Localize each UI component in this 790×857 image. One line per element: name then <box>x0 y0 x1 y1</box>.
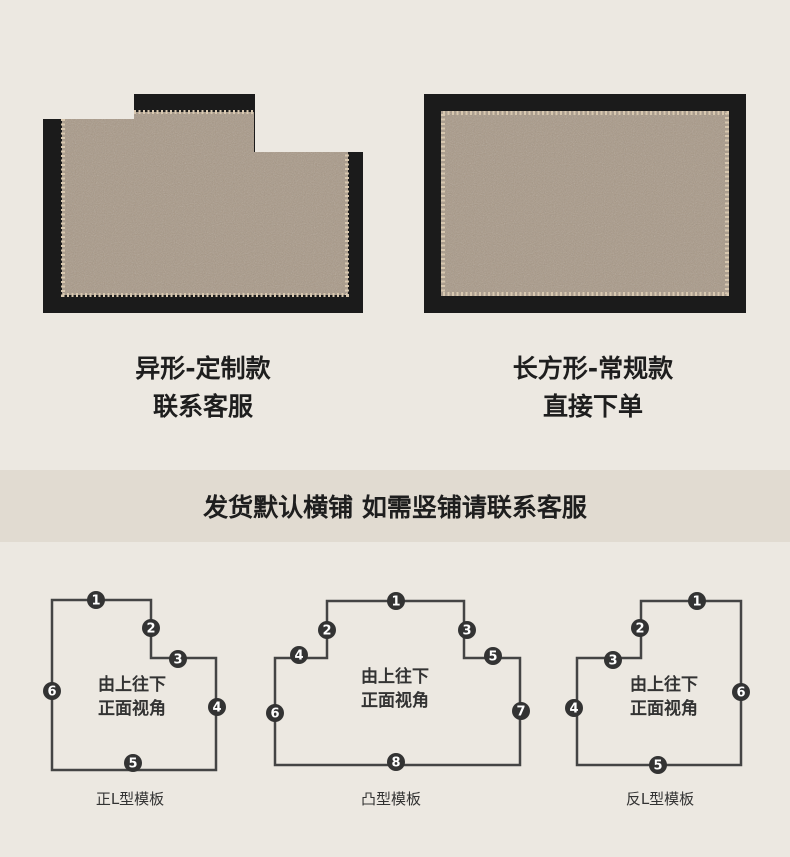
svg-text:3: 3 <box>173 653 182 668</box>
marker-2: 2 <box>142 619 160 637</box>
svg-text:1: 1 <box>692 595 701 610</box>
inner-line2: 正面视角 <box>98 699 166 719</box>
svg-text:3: 3 <box>462 624 471 639</box>
inner-line1: 由上往下 <box>361 667 429 687</box>
marker-6: 6 <box>266 704 284 722</box>
marker-6: 6 <box>732 683 750 701</box>
marker-7: 7 <box>512 702 530 720</box>
svg-text:6: 6 <box>270 707 279 722</box>
marker-1: 1 <box>387 592 405 610</box>
convex-template-inner-text: 由上往下正面视角 <box>340 665 450 713</box>
custom-rug-title: 异形-定制款 <box>135 354 271 383</box>
l-template-name: 正L型模板 <box>95 790 165 808</box>
svg-text:4: 4 <box>294 649 303 664</box>
custom-rug-subtitle: 联系客服 <box>152 392 253 421</box>
marker-5: 5 <box>649 756 667 774</box>
rectangle-rug-image <box>424 94 746 313</box>
marker-1: 1 <box>688 592 706 610</box>
rectangle-rug-subtitle: 直接下单 <box>542 392 643 421</box>
svg-text:3: 3 <box>608 654 617 669</box>
marker-4: 4 <box>290 646 308 664</box>
rectangle-rug-title: 长方形-常规款 <box>512 354 674 383</box>
notice-banner: 发货默认横铺 如需竖铺请联系客服 <box>0 470 790 542</box>
svg-text:7: 7 <box>516 705 525 720</box>
convex-template-name: 凸型模板 <box>360 790 421 808</box>
svg-text:1: 1 <box>391 595 400 610</box>
svg-text:2: 2 <box>146 622 155 637</box>
custom-rug-caption: 异形-定制款 联系客服 <box>103 350 303 426</box>
rectangle-rug-caption: 长方形-常规款 直接下单 <box>483 350 703 426</box>
svg-text:1: 1 <box>91 594 100 609</box>
marker-5: 5 <box>484 647 502 665</box>
l-shape-outline <box>50 598 218 772</box>
marker-1: 1 <box>87 591 105 609</box>
marker-6: 6 <box>43 682 61 700</box>
marker-8: 8 <box>387 753 405 771</box>
svg-text:5: 5 <box>653 759 662 774</box>
svg-text:8: 8 <box>391 756 400 771</box>
marker-3: 3 <box>458 621 476 639</box>
reverse-l-template-inner-text: 由上往下正面视角 <box>614 673 714 721</box>
marker-2: 2 <box>318 621 336 639</box>
marker-5: 5 <box>124 754 142 772</box>
inner-line1: 由上往下 <box>630 675 698 695</box>
inner-line2: 正面视角 <box>630 699 698 719</box>
svg-text:2: 2 <box>322 624 331 639</box>
l-template-inner-text: 由上往下正面视角 <box>82 673 182 721</box>
custom-shaped-rug-image <box>43 94 363 313</box>
inner-line2: 正面视角 <box>361 691 429 711</box>
notice-text: 发货默认横铺 如需竖铺请联系客服 <box>203 493 587 522</box>
svg-text:5: 5 <box>128 757 137 772</box>
marker-3: 3 <box>169 650 187 668</box>
marker-4: 4 <box>565 699 583 717</box>
svg-text:5: 5 <box>488 650 497 665</box>
svg-text:4: 4 <box>569 702 578 717</box>
reverse-l-template-name: 反L型模板 <box>625 790 695 808</box>
inner-line1: 由上往下 <box>98 675 166 695</box>
marker-4: 4 <box>208 698 226 716</box>
marker-2: 2 <box>631 619 649 637</box>
svg-text:2: 2 <box>635 622 644 637</box>
svg-text:6: 6 <box>47 685 56 700</box>
svg-text:4: 4 <box>212 701 221 716</box>
svg-text:6: 6 <box>736 686 745 701</box>
marker-3: 3 <box>604 651 622 669</box>
reverse-l-shape-outline <box>575 599 743 767</box>
